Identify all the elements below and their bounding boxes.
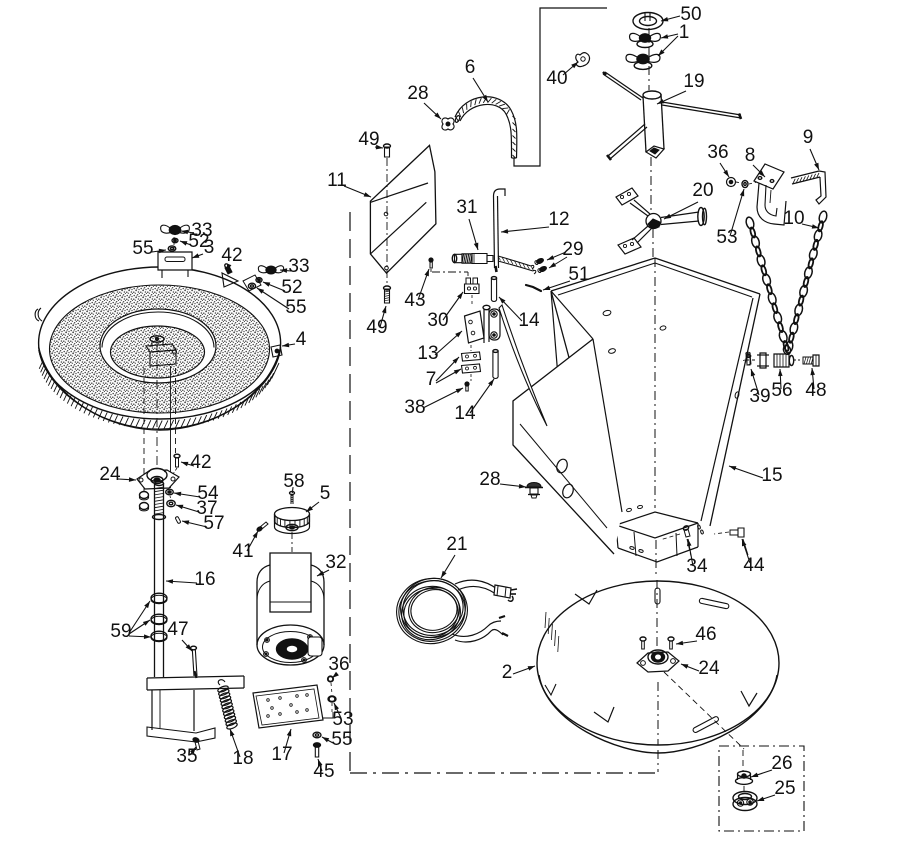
svg-text:36: 36 — [707, 142, 728, 163]
svg-text:59: 59 — [110, 621, 131, 642]
svg-text:56: 56 — [771, 380, 792, 401]
svg-text:15: 15 — [761, 465, 782, 486]
svg-text:34: 34 — [686, 556, 708, 577]
svg-text:49: 49 — [366, 317, 387, 338]
svg-text:14: 14 — [454, 403, 476, 424]
svg-text:57: 57 — [203, 513, 224, 534]
svg-text:55: 55 — [285, 297, 306, 318]
svg-text:38: 38 — [404, 397, 425, 418]
svg-text:7: 7 — [426, 369, 437, 390]
svg-text:53: 53 — [332, 709, 353, 730]
svg-text:55: 55 — [132, 238, 153, 259]
svg-text:6: 6 — [465, 57, 476, 78]
svg-text:52: 52 — [281, 277, 302, 298]
svg-text:26: 26 — [771, 753, 792, 774]
svg-text:39: 39 — [749, 386, 770, 407]
svg-text:1: 1 — [679, 22, 690, 43]
svg-text:24: 24 — [698, 658, 720, 679]
svg-text:9: 9 — [803, 127, 814, 148]
svg-text:55: 55 — [331, 729, 352, 750]
svg-text:16: 16 — [194, 569, 215, 590]
svg-text:21: 21 — [446, 534, 467, 555]
svg-text:53: 53 — [716, 227, 737, 248]
svg-text:29: 29 — [562, 239, 583, 260]
svg-text:2: 2 — [502, 662, 513, 683]
svg-text:5: 5 — [320, 483, 331, 504]
svg-text:44: 44 — [743, 555, 765, 576]
svg-text:3: 3 — [204, 237, 215, 258]
svg-text:51: 51 — [568, 264, 589, 285]
svg-text:20: 20 — [692, 180, 713, 201]
svg-text:58: 58 — [283, 471, 304, 492]
svg-text:43: 43 — [404, 290, 425, 311]
svg-text:45: 45 — [313, 761, 334, 782]
svg-text:13: 13 — [417, 343, 438, 364]
svg-text:28: 28 — [407, 83, 428, 104]
svg-text:36: 36 — [328, 654, 349, 675]
svg-text:17: 17 — [271, 744, 292, 765]
svg-text:46: 46 — [695, 624, 716, 645]
svg-text:18: 18 — [232, 748, 253, 769]
svg-text:24: 24 — [99, 464, 121, 485]
svg-text:25: 25 — [774, 778, 795, 799]
svg-text:42: 42 — [221, 245, 242, 266]
svg-text:8: 8 — [745, 145, 756, 166]
svg-text:28: 28 — [479, 469, 500, 490]
svg-text:40: 40 — [546, 68, 567, 89]
svg-text:31: 31 — [456, 197, 477, 218]
svg-text:12: 12 — [548, 209, 569, 230]
svg-text:11: 11 — [327, 170, 347, 191]
svg-text:42: 42 — [190, 452, 211, 473]
svg-text:19: 19 — [683, 71, 704, 92]
svg-text:33: 33 — [288, 256, 309, 277]
svg-text:10: 10 — [783, 208, 804, 229]
svg-text:30: 30 — [427, 310, 448, 331]
svg-text:48: 48 — [805, 380, 826, 401]
svg-text:47: 47 — [167, 619, 188, 640]
svg-text:4: 4 — [296, 329, 307, 350]
